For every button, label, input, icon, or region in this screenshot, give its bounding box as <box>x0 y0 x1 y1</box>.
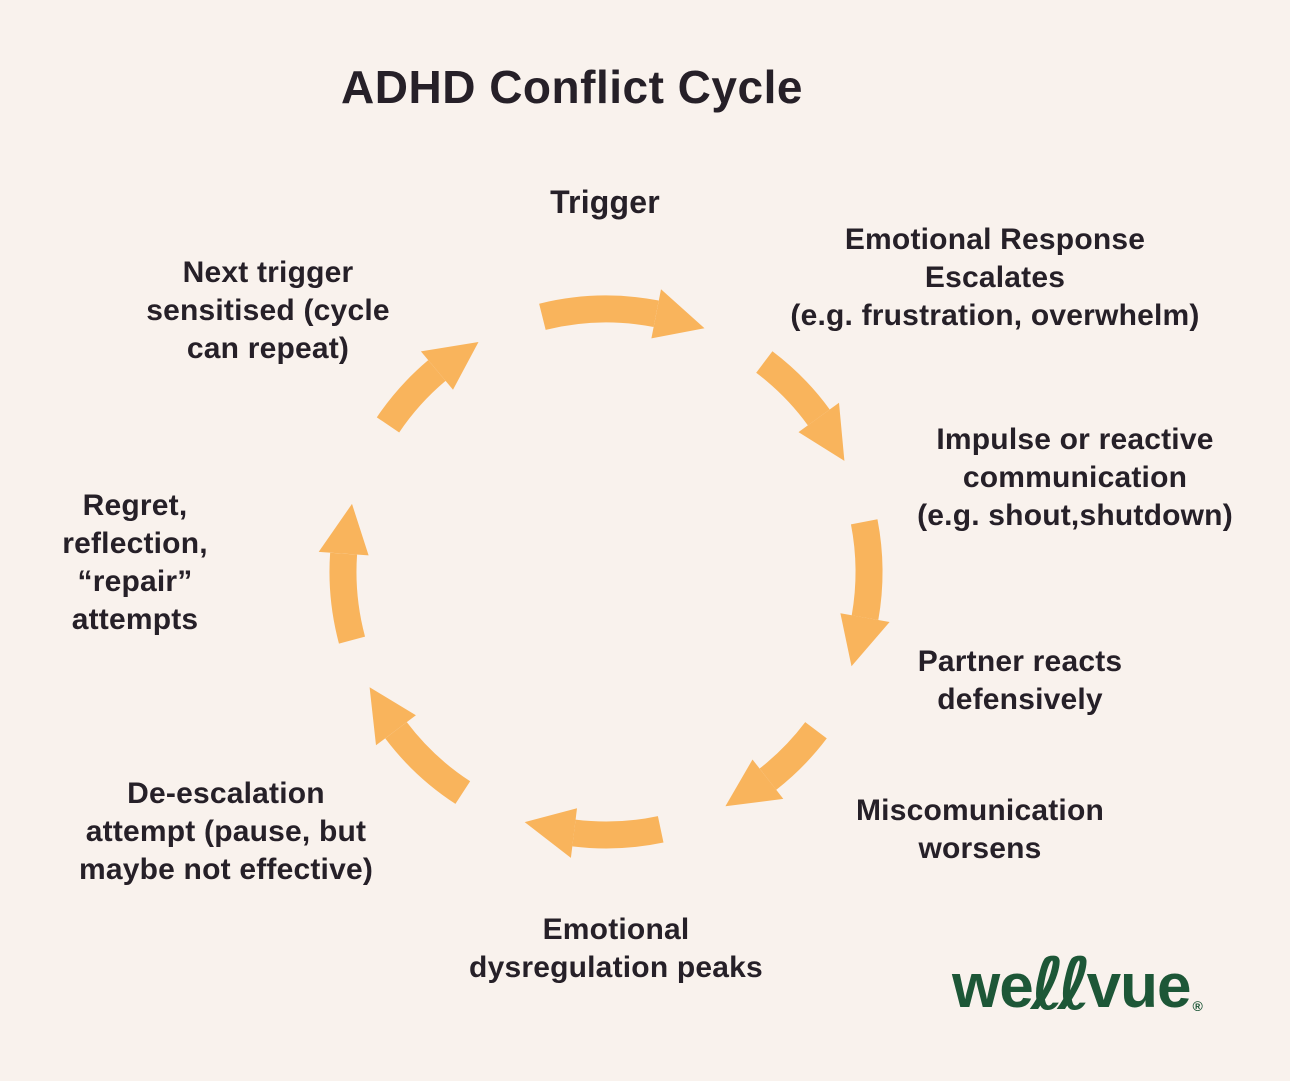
page-title: ADHD Conflict Cycle <box>341 61 803 113</box>
registered-mark: ® <box>1192 998 1203 1014</box>
cycle-arrow-segment <box>329 552 366 644</box>
cycle-step-impulse-communication: Impulse or reactive communication (e.g. … <box>917 423 1233 532</box>
cycle-step-regret-repair: Regret, reflection, “repair” attempts <box>62 489 208 636</box>
cycle-step-next-trigger: Next trigger sensitised (cycle can repea… <box>146 256 390 365</box>
cycle-arrow-segment <box>385 721 471 804</box>
cycle-step-emotional-response: Emotional Response Escalates (e.g. frust… <box>790 223 1200 332</box>
cycle-arrow-head <box>420 342 479 390</box>
cycle-arrow-head <box>725 759 784 807</box>
wellvue-logo-we: we <box>952 952 1034 1021</box>
wellvue-logo: we ℓℓ vue ® <box>952 940 1203 1026</box>
cycle-step-trigger: Trigger <box>550 184 660 220</box>
cycle-arrow-segment <box>755 351 830 426</box>
cycle-arrow-head <box>798 402 845 461</box>
cycle-arrow-head <box>524 808 577 858</box>
cycle-arrow-segment <box>850 519 883 621</box>
cycle-arrow-head <box>651 289 705 339</box>
cycle-arrow-segment <box>539 295 659 330</box>
wellvue-logo-vue: vue <box>1086 952 1192 1021</box>
cycle-arrow-head <box>369 687 416 746</box>
wellvue-logo-ll: ℓℓ <box>1030 942 1092 1026</box>
cycle-step-dysregulation-peaks: Emotional dysregulation peaks <box>469 913 763 984</box>
cycle-arrow-head <box>318 503 369 556</box>
cycle-arrow-segment <box>759 721 827 790</box>
cycle-arrow-head <box>840 613 890 667</box>
cycle-arrow-segment <box>572 816 664 849</box>
cycle-step-miscommunication: Miscomunication worsens <box>855 794 1105 865</box>
cycle-arrow-segment <box>376 360 446 433</box>
cycle-step-partner-reacts: Partner reacts defensively <box>917 645 1123 716</box>
cycle-step-deescalation-attempt: De-escalation attempt (pause, but maybe … <box>78 777 374 886</box>
